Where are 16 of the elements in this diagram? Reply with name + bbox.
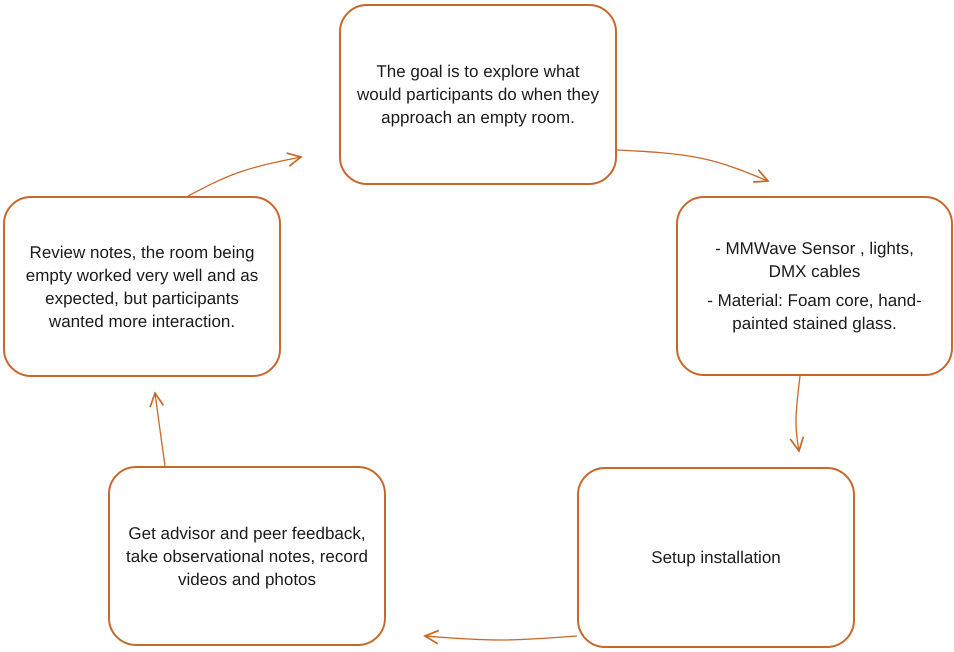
process-box bbox=[339, 4, 617, 185]
process-box bbox=[108, 466, 386, 646]
arrow bbox=[149, 392, 166, 466]
process-box bbox=[577, 467, 855, 648]
process-box bbox=[3, 196, 281, 377]
arrow bbox=[789, 376, 804, 452]
arrow bbox=[424, 630, 578, 645]
process-box bbox=[676, 196, 953, 376]
box-text: Get advisor and peer feedback, take observational notes, record videos and photos bbox=[126, 522, 368, 590]
arrow bbox=[188, 152, 302, 197]
box-text: Setup installation bbox=[651, 547, 781, 569]
box-text: Review notes, the room being empty worked very well and as expected, but participants wanted more interaction. bbox=[24, 242, 260, 332]
arrow bbox=[616, 149, 769, 183]
box-text: - Material: Foam core, hand-painted stained glass. bbox=[706, 290, 923, 335]
box-text: - MMWave Sensor , lights, DMX cables bbox=[714, 238, 915, 283]
box-text: The goal is to explore what would participants do when they approach an empty room. bbox=[357, 61, 599, 129]
